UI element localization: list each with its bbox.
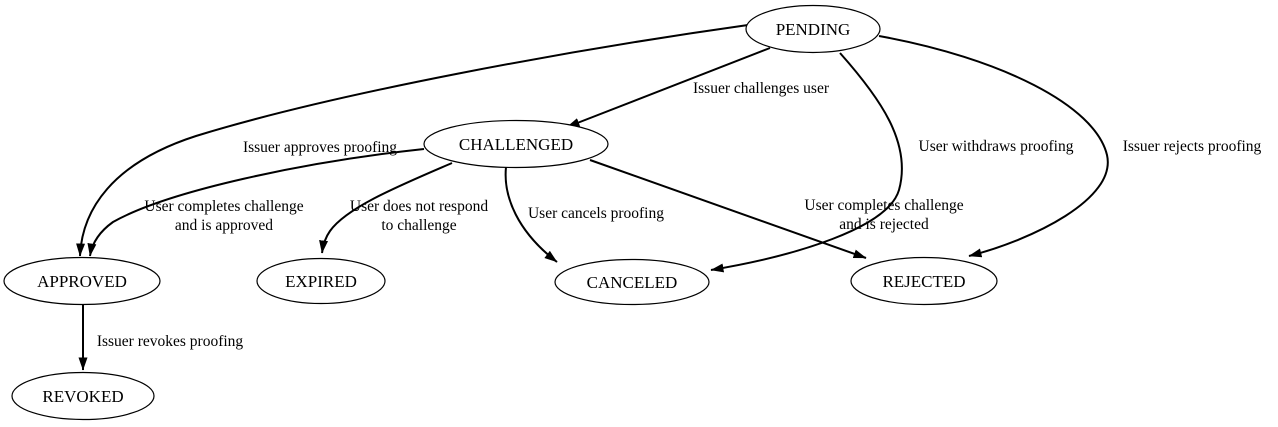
edge-challenged-expired: User does not respond to challenge xyxy=(319,162,488,254)
node-label: EXPIRED xyxy=(285,272,357,291)
edge-line xyxy=(589,159,867,259)
node-label: CANCELED xyxy=(587,273,678,292)
edge-line xyxy=(319,162,453,254)
node-label: CHALLENGED xyxy=(459,135,573,154)
edges-layer: Issuer challenges user Issuer approves p… xyxy=(76,24,1262,371)
edge-challenged-rejected: User completes challenge and is rejected xyxy=(589,159,964,259)
edge-line xyxy=(504,166,558,263)
node-challenged: CHALLENGED xyxy=(423,119,609,169)
edge-label: to challenge xyxy=(381,217,456,234)
edge-pending-approved: Issuer approves proofing xyxy=(76,24,749,257)
node-canceled: CANCELED xyxy=(554,258,710,306)
node-ellipse xyxy=(745,4,881,54)
edge-label: User withdraws proofing xyxy=(919,138,1074,155)
edge-line xyxy=(878,35,1109,258)
edge-challenged-approved: User completes challenge and is approved xyxy=(87,148,425,257)
edge-label: User completes challenge xyxy=(144,198,303,215)
node-label: REJECTED xyxy=(882,272,965,291)
edge-label: Issuer challenges user xyxy=(693,80,830,97)
edge-line xyxy=(76,24,749,257)
edge-challenged-canceled: User cancels proofing xyxy=(504,166,664,263)
edge-label: Issuer revokes proofing xyxy=(97,333,244,350)
node-ellipse xyxy=(554,258,710,306)
node-ellipse xyxy=(11,371,155,421)
node-pending: PENDING xyxy=(745,4,881,54)
node-label: APPROVED xyxy=(37,272,127,291)
edge-label: and is approved xyxy=(175,217,273,234)
node-ellipse xyxy=(850,256,998,306)
node-ellipse xyxy=(423,119,609,169)
edge-line xyxy=(566,47,771,128)
edge-pending-canceled: User withdraws proofing xyxy=(710,52,1074,273)
node-revoked: REVOKED xyxy=(11,371,155,421)
edge-label: User cancels proofing xyxy=(528,205,664,222)
edge-pending-rejected: Issuer rejects proofing xyxy=(878,35,1262,258)
node-ellipse xyxy=(256,257,386,305)
node-label: PENDING xyxy=(776,20,851,39)
nodes-layer: PENDING CHALLENGED APPROVED EXPIRED CANC… xyxy=(3,4,998,421)
edge-label: Issuer rejects proofing xyxy=(1123,138,1262,155)
edge-approved-revoked: Issuer revokes proofing xyxy=(78,305,244,371)
node-expired: EXPIRED xyxy=(256,257,386,305)
edge-line xyxy=(87,148,425,257)
node-approved: APPROVED xyxy=(3,256,161,306)
node-label: REVOKED xyxy=(42,387,123,406)
node-ellipse xyxy=(3,256,161,306)
edge-label: User does not respond xyxy=(350,198,488,215)
edge-label: and is rejected xyxy=(839,216,929,233)
node-rejected: REJECTED xyxy=(850,256,998,306)
edge-label: Issuer approves proofing xyxy=(243,139,397,156)
edge-pending-challenged: Issuer challenges user xyxy=(566,47,830,128)
edge-label: User completes challenge xyxy=(804,197,963,214)
edge-line xyxy=(710,52,903,273)
